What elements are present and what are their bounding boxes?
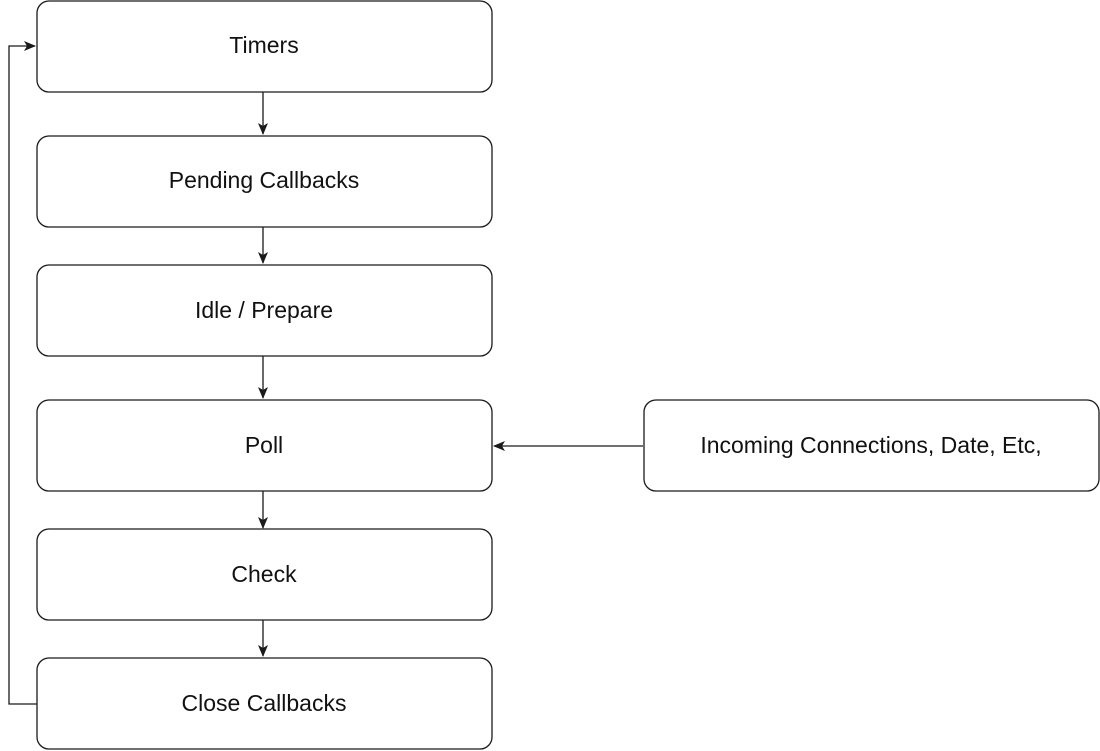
input-incoming-connections-label: Incoming Connections, Date, Etc, — [700, 432, 1041, 458]
phase-check: Check — [36, 528, 493, 621]
phase-idle-prepare-label: Idle / Prepare — [195, 297, 333, 323]
input-incoming-connections: Incoming Connections, Date, Etc, — [643, 399, 1100, 492]
edge-close-to-timers-loop — [8, 41, 37, 705]
phase-pending-callbacks-label: Pending Callbacks — [169, 167, 360, 193]
phase-pending-callbacks: Pending Callbacks — [36, 135, 493, 228]
phase-idle-prepare: Idle / Prepare — [36, 264, 493, 357]
phase-poll: Poll — [36, 399, 493, 492]
phase-timers: Timers — [36, 0, 493, 93]
phase-timers-label: Timers — [229, 32, 298, 58]
phase-poll-label: Poll — [245, 432, 283, 458]
phase-close-callbacks-label: Close Callbacks — [182, 690, 347, 716]
phase-check-label: Check — [231, 561, 297, 587]
phase-close-callbacks: Close Callbacks — [36, 657, 493, 750]
